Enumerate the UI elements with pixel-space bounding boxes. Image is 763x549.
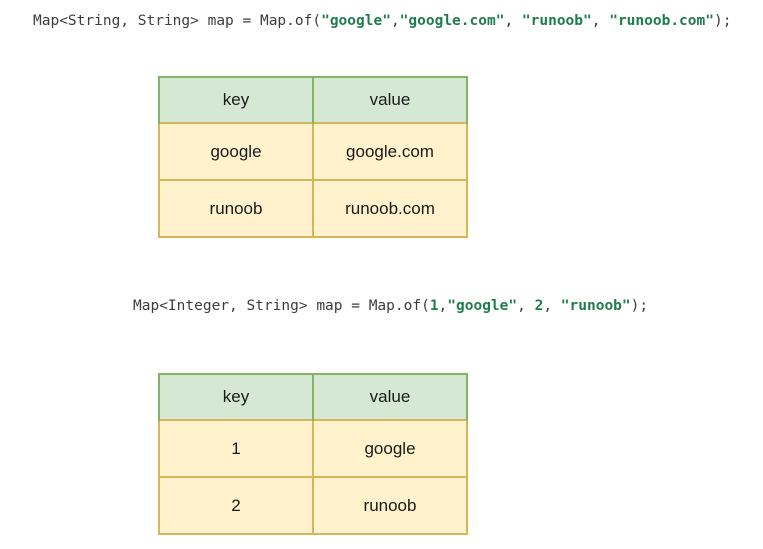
code-segment-string: "runoob.com": [609, 13, 714, 29]
code-segment-plain: ,: [517, 298, 535, 314]
table-header-cell: key: [158, 76, 314, 123]
code-segment-plain: );: [630, 298, 649, 314]
table-cell: 1: [158, 419, 314, 478]
code-segment-plain: Map<String, String> map = Map.of(: [33, 13, 322, 29]
code-segment-plain: ,: [504, 13, 522, 29]
table-header-cell: key: [158, 373, 314, 420]
code-segment-plain: ,: [543, 298, 561, 314]
table-cell: google.com: [312, 122, 468, 181]
code-segment-plain: ,: [591, 13, 610, 29]
code-line-string-string-map: Map<String, String> map = Map.of("google…: [33, 12, 731, 30]
table-header-cell: value: [312, 373, 468, 420]
code-segment-plain: );: [713, 13, 732, 29]
table-cell: runoob.com: [312, 179, 468, 238]
code-line-integer-string-map: Map<Integer, String> map = Map.of(1,"goo…: [133, 297, 648, 315]
code-segment-string: "google": [321, 13, 391, 29]
table-cell: runoob: [312, 476, 468, 535]
table-cell: google: [312, 419, 468, 478]
code-segment-number: 1: [429, 298, 439, 314]
code-segment-plain: ,: [438, 298, 448, 314]
table-header-cell: value: [312, 76, 468, 123]
table-cell: google: [158, 122, 314, 181]
code-segment-plain: Map<Integer, String> map = Map.of(: [133, 298, 430, 314]
code-segment-plain: ,: [390, 13, 400, 29]
code-segment-string: "runoob": [521, 13, 592, 29]
code-segment-string: "runoob": [560, 298, 631, 314]
table-cell: runoob: [158, 179, 314, 238]
code-segment-string: "google.com": [399, 13, 505, 29]
code-segment-string: "google": [447, 298, 518, 314]
code-segment-number: 2: [534, 298, 544, 314]
table-cell: 2: [158, 476, 314, 535]
